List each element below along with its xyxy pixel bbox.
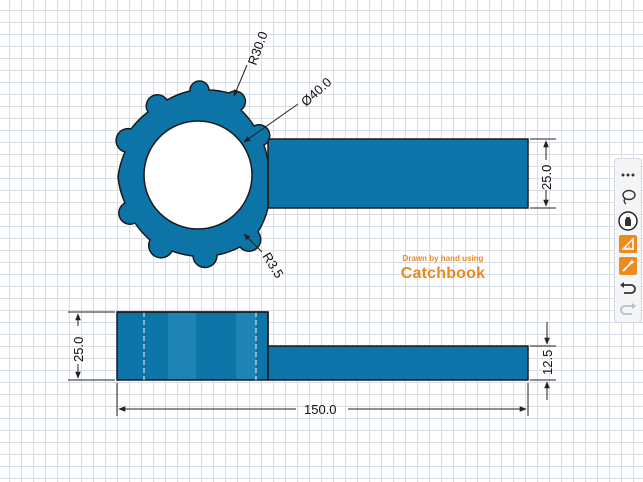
redo-button[interactable] (618, 300, 638, 320)
undo-button[interactable] (618, 279, 638, 299)
pen-tool-button[interactable] (618, 211, 638, 231)
watermark-brand: Catchbook (400, 265, 486, 282)
front-dimensions (68, 311, 556, 416)
pen-icon (618, 211, 638, 231)
dia40-label: Ø40.0 (298, 74, 334, 109)
top-view (115, 80, 529, 269)
ring-bore (143, 120, 253, 230)
r30-label: R30.0 (245, 29, 271, 67)
ruler-tool-button[interactable] (618, 234, 638, 254)
front-hub-band-2 (236, 313, 256, 379)
front-hub-band-1 (168, 313, 196, 379)
dia40-leader (243, 103, 299, 143)
front-dimension-labels: 25.0 12.5 150.0 (71, 337, 555, 417)
front-view (116, 311, 529, 381)
more-icon (620, 172, 636, 178)
undo-icon (619, 281, 637, 297)
h25-left-label: 25.0 (71, 337, 86, 362)
lasso-icon (619, 188, 637, 206)
magic-wand-tool-button[interactable] (618, 256, 638, 276)
more-button[interactable] (618, 165, 638, 185)
ruler-icon (619, 235, 637, 253)
r35-leader (243, 233, 263, 253)
len150-label: 150.0 (304, 402, 337, 417)
r30-leader (233, 64, 248, 97)
lasso-tool-button[interactable] (618, 187, 638, 207)
r35-label: R3.5 (259, 250, 286, 281)
w25-top-label: 25.0 (539, 165, 554, 190)
tool-palette (614, 158, 642, 323)
front-arm-shape (267, 345, 529, 381)
watermark-line1: Drawn by hand using (402, 254, 484, 263)
top-dimensions (233, 64, 556, 253)
top-arm-shape (267, 138, 529, 209)
h12-5-label: 12.5 (540, 350, 555, 375)
magic-wand-icon (619, 257, 637, 275)
redo-icon (619, 302, 637, 318)
catchbook-watermark: Drawn by hand using Catchbook (378, 254, 508, 283)
